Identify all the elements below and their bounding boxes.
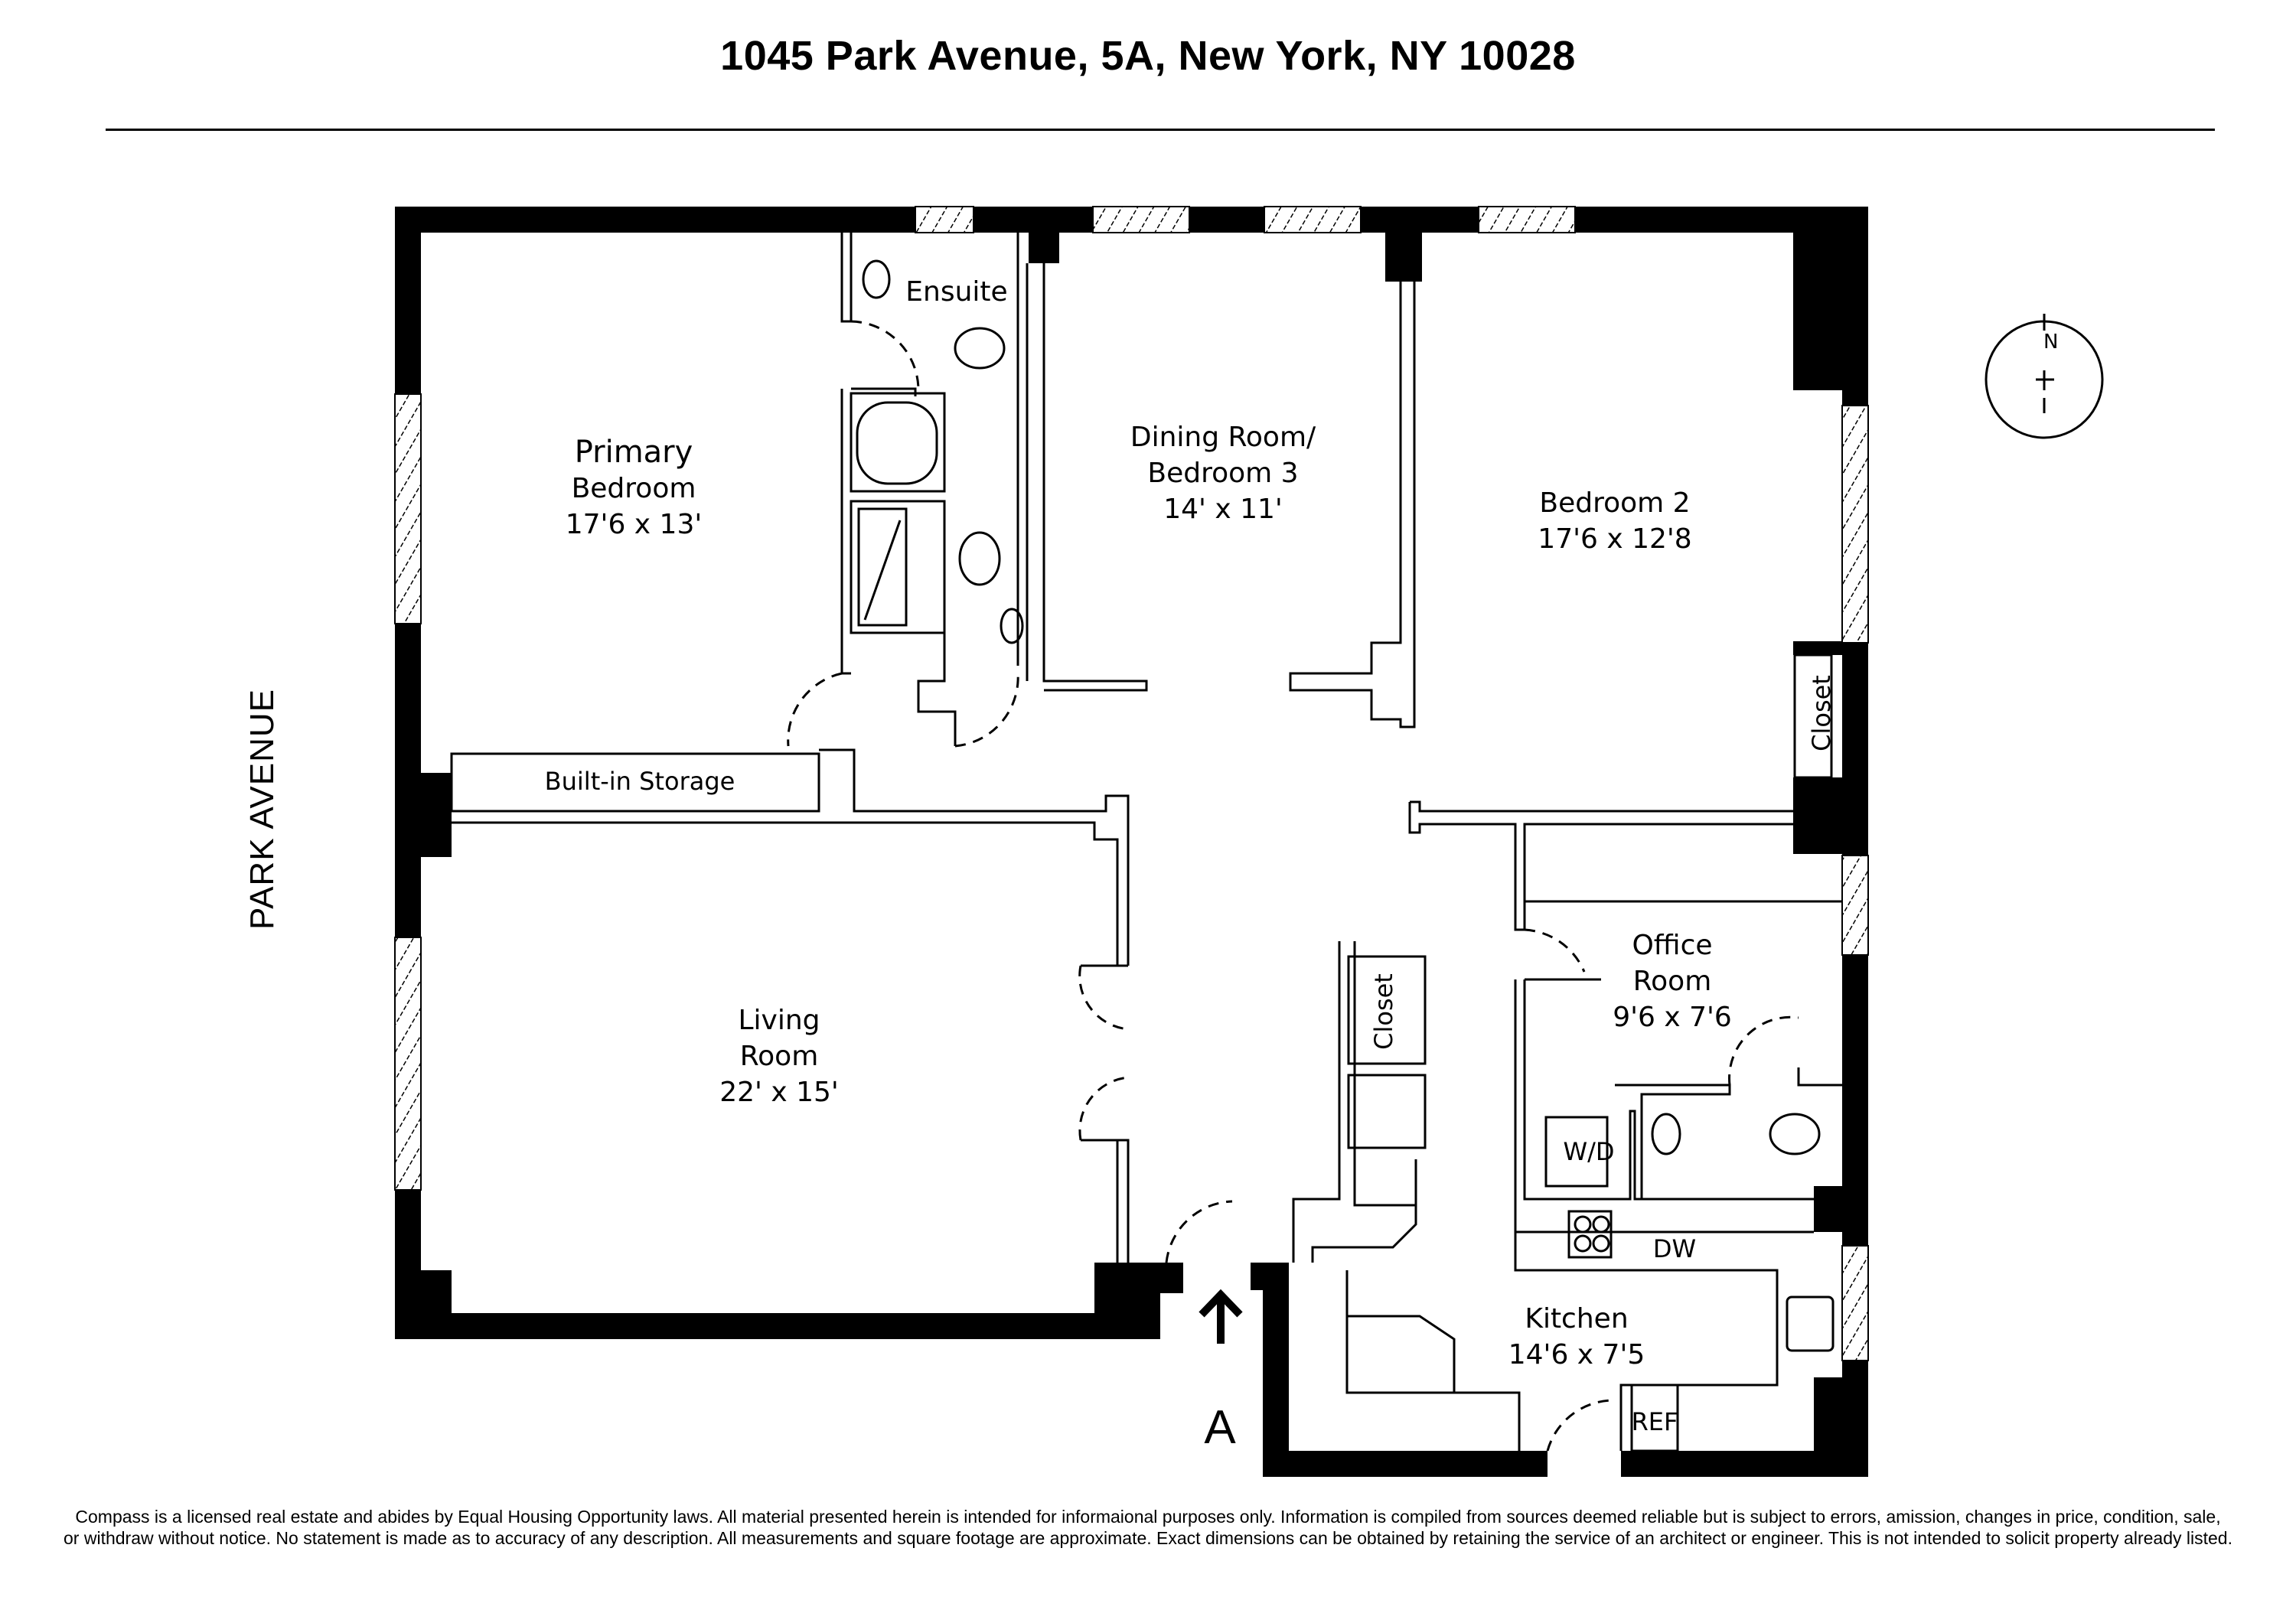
room-name: Bedroom 2: [1539, 487, 1691, 519]
room-name: Kitchen: [1525, 1303, 1629, 1335]
bathroom-fixtures: [856, 259, 1821, 1253]
compass-north-label: N: [2043, 331, 2059, 354]
disclaimer-line-1: Compass is a licensed real estate and ab…: [75, 1507, 2221, 1527]
room-dining-room: Dining Room/ Bedroom 3 14' x 11': [1130, 419, 1316, 527]
room-name: Dining Room/: [1130, 422, 1316, 453]
room-dimensions: 9'6 x 7'6: [1613, 1002, 1732, 1033]
closet-label-bedroom2-lower: Closet: [1807, 675, 1836, 751]
entry-label: A: [1204, 1401, 1236, 1454]
washer-dryer-label: W/D: [1563, 1137, 1615, 1166]
exterior-walls: [395, 207, 1868, 1477]
room-dimensions: 22' x 15': [719, 1077, 839, 1108]
compass-north-icon: [1985, 314, 2104, 439]
room-ensuite: Ensuite: [905, 274, 1007, 310]
refrigerator-label: REF: [1631, 1407, 1678, 1436]
room-primary-bedroom: Primary Bedroom 17'6 x 13': [566, 435, 703, 543]
room-name: Living: [738, 1005, 820, 1036]
windows: [394, 206, 1869, 1361]
dishwasher-label: DW: [1652, 1234, 1697, 1263]
room-dimensions: 14' x 11': [1163, 494, 1283, 525]
header-divider: [106, 129, 2215, 131]
room-name-line2: Bedroom: [571, 473, 696, 504]
room-kitchen: Kitchen 14'6 x 7'5: [1508, 1301, 1645, 1373]
room-dimensions: 14'6 x 7'5: [1508, 1339, 1645, 1370]
room-bedroom-2: Bedroom 2 17'6 x 12'8: [1538, 485, 1691, 557]
room-name-line2: Room: [739, 1041, 819, 1072]
room-dimensions: 17'6 x 13': [565, 509, 703, 540]
room-name: Primary: [574, 435, 693, 470]
interior-walls: [450, 233, 1842, 1452]
room-name: Built-in Storage: [544, 767, 735, 796]
room-built-in-storage: Built-in Storage: [545, 764, 735, 800]
room-living-room: Living Room 22' x 15': [719, 1002, 839, 1110]
door-swings: [787, 320, 1799, 1452]
disclaimer-line-2: or withdraw without notice. No statement…: [64, 1528, 2232, 1548]
room-name-line2: Room: [1632, 966, 1712, 997]
room-name: Office: [1632, 930, 1713, 961]
room-name-line2: Bedroom 3: [1147, 458, 1299, 489]
closet-label-hall: Closet: [1369, 973, 1398, 1050]
room-office: Office Room 9'6 x 7'6: [1613, 927, 1732, 1035]
closet-label-bedroom2-upper: Closet: [1807, 292, 1836, 369]
room-name: Ensuite: [905, 276, 1008, 308]
listing-address-title: 1045 Park Avenue, 5A, New York, NY 10028: [720, 33, 1576, 79]
arrow-up-icon: [1199, 1289, 1243, 1344]
room-dimensions: 17'6 x 12'8: [1538, 523, 1692, 555]
footer-disclaimer: Compass is a licensed real estate and ab…: [0, 1506, 2296, 1549]
